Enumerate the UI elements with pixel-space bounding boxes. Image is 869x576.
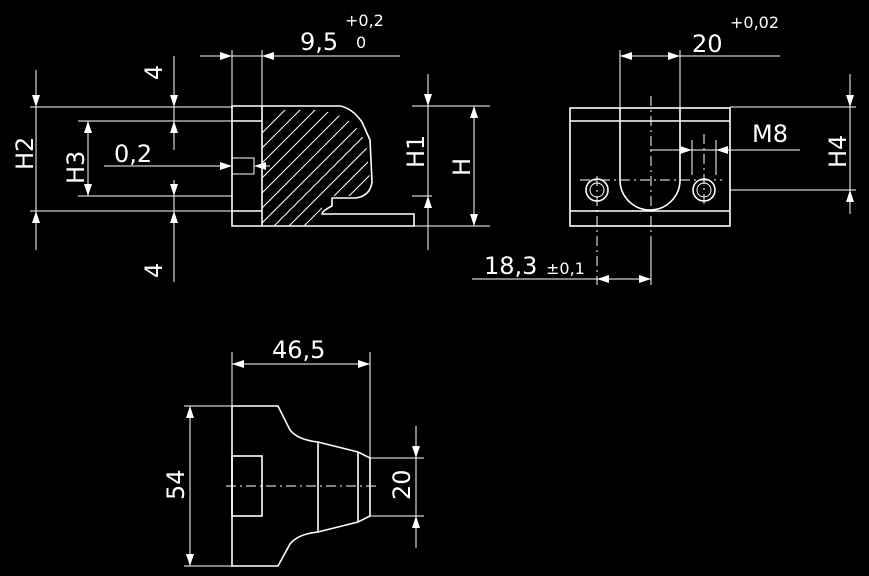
dim-18-3: 18,3 (484, 252, 537, 280)
dim-0-2: 0,2 (114, 140, 152, 168)
label-h2: H2 (11, 137, 39, 170)
top-right-front-view: 20 +0,02 M8 H4 18,3 ±0,1 (472, 13, 856, 285)
top-left-section-view: H2 H3 4 4 0,2 9,5 +0,2 0 H1 (11, 11, 490, 282)
dim-9-5-tol-upper: +0,2 (345, 11, 384, 30)
dim-4-bottom: 4 (140, 263, 168, 278)
dim-4-top: 4 (140, 65, 168, 80)
dim-9-5: 9,5 (300, 28, 338, 56)
dim-20-bottom: 20 (388, 469, 416, 500)
label-h1: H1 (402, 135, 430, 168)
dim-20: 20 (692, 30, 723, 58)
label-h4: H4 (824, 135, 852, 168)
thread-m8: M8 (752, 120, 788, 148)
dim-20-tol: +0,02 (730, 13, 779, 32)
dim-46-5: 46,5 (272, 336, 325, 364)
label-h: H (448, 158, 476, 176)
dim-18-3-tol: ±0,1 (546, 259, 585, 278)
bottom-plan-view: 46,5 54 20 (162, 336, 424, 567)
u-slot (619, 108, 681, 211)
section-part-outline (231, 105, 415, 227)
dim-54: 54 (162, 469, 190, 500)
label-h3: H3 (62, 151, 90, 184)
dim-9-5-tol-lower: 0 (356, 33, 366, 52)
front-view-outline (569, 107, 731, 227)
